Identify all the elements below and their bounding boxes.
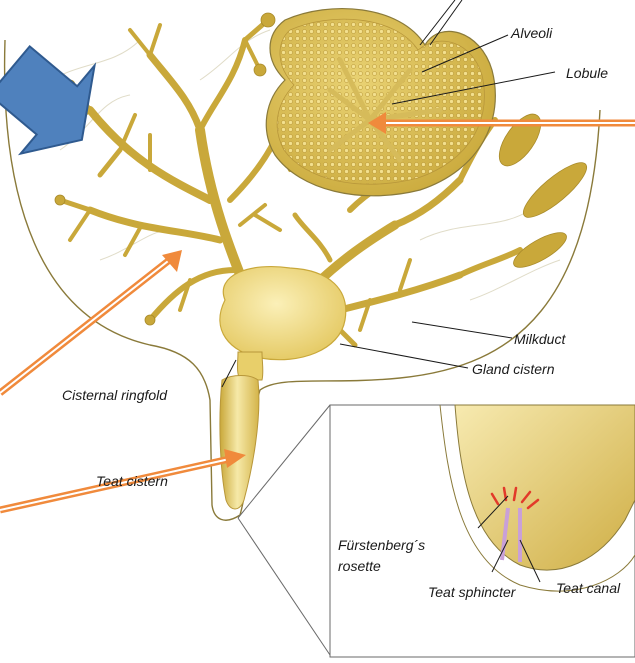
label-furstenberg-rosette: Fürstenberg´s — [338, 537, 425, 553]
label-gland-cistern: Gland cistern — [472, 361, 555, 377]
teat-tip-inset — [238, 405, 635, 657]
label-furstenberg-rosette-line2: rosette — [338, 558, 381, 574]
label-teat-cistern: Teat cistern — [96, 473, 168, 489]
label-cisternal-ringfold: Cisternal ringfold — [62, 387, 168, 403]
lobule-cross-section — [266, 9, 495, 196]
teat-cistern — [220, 376, 259, 510]
blue-block-arrow-icon — [0, 26, 124, 178]
label-alveoli: Alveoli — [510, 25, 553, 41]
gland-cistern — [220, 267, 346, 360]
label-milkduct: Milkduct — [514, 331, 566, 347]
label-teat-canal: Teat canal — [556, 580, 621, 596]
label-lobule: Lobule — [566, 65, 608, 81]
label-teat-sphincter: Teat sphincter — [428, 584, 517, 600]
